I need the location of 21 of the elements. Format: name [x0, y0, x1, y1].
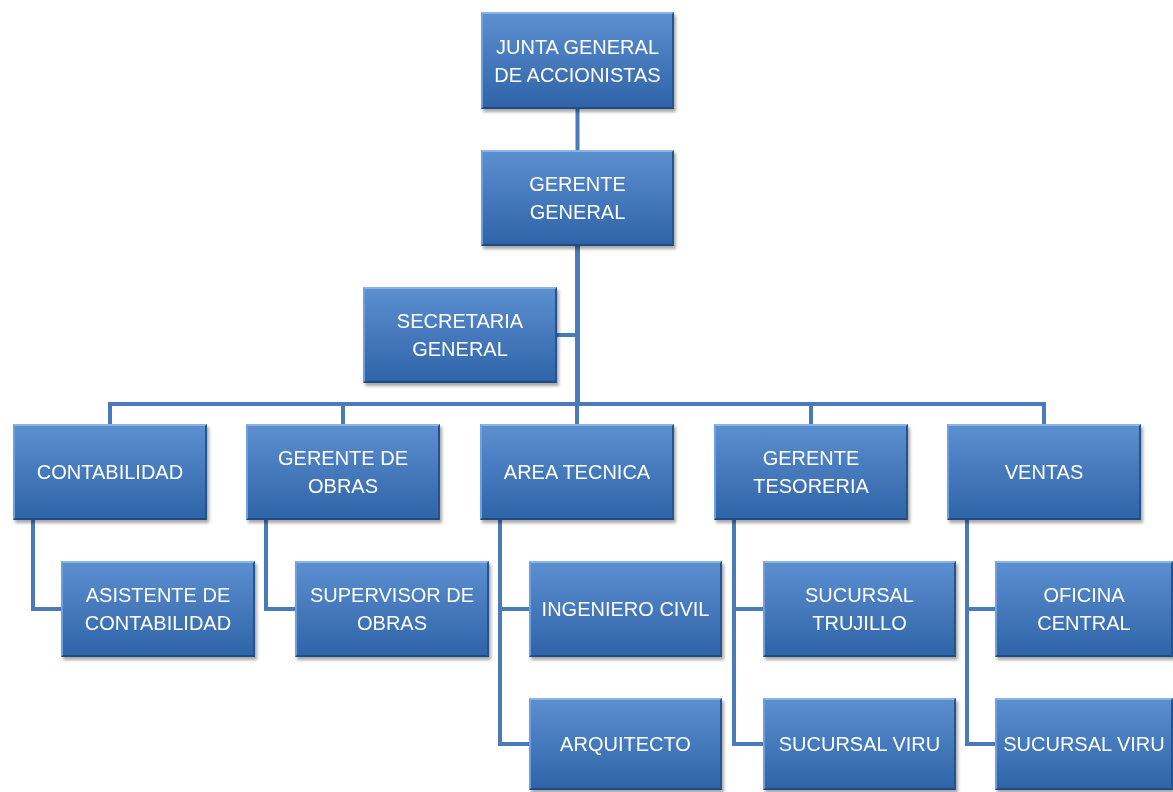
- org-box: OFICINA CENTRAL: [995, 561, 1173, 657]
- connector-line: [732, 520, 763, 746]
- org-box: CONTABILIDAD: [13, 424, 207, 520]
- org-box: AREA TECNICA: [480, 424, 674, 520]
- org-box: GERENTE TESORERIA: [714, 424, 908, 520]
- org-box: SUPERVISOR DE OBRAS: [295, 561, 489, 657]
- org-box: ASISTENTE DE CONTABILIDAD: [61, 561, 255, 657]
- org-box: VENTAS: [947, 424, 1141, 520]
- org-box: SUCURSAL VIRU: [995, 698, 1173, 790]
- org-box: GERENTE GENERAL: [481, 150, 674, 246]
- org-box: SUCURSAL TRUJILLO: [763, 561, 956, 657]
- connector-line: [31, 520, 61, 611]
- connector-line: [264, 520, 295, 611]
- org-box: SECRETARIA GENERAL: [363, 287, 557, 383]
- org-box: JUNTA GENERAL DE ACCIONISTAS: [481, 12, 674, 109]
- org-box: INGENIERO CIVIL: [529, 561, 722, 657]
- org-box: SUCURSAL VIRU: [763, 698, 956, 790]
- connector-line: [498, 520, 529, 746]
- connector-line: [575, 109, 580, 150]
- org-box: ARQUITECTO: [529, 698, 722, 790]
- org-box: GERENTE DE OBRAS: [246, 424, 440, 520]
